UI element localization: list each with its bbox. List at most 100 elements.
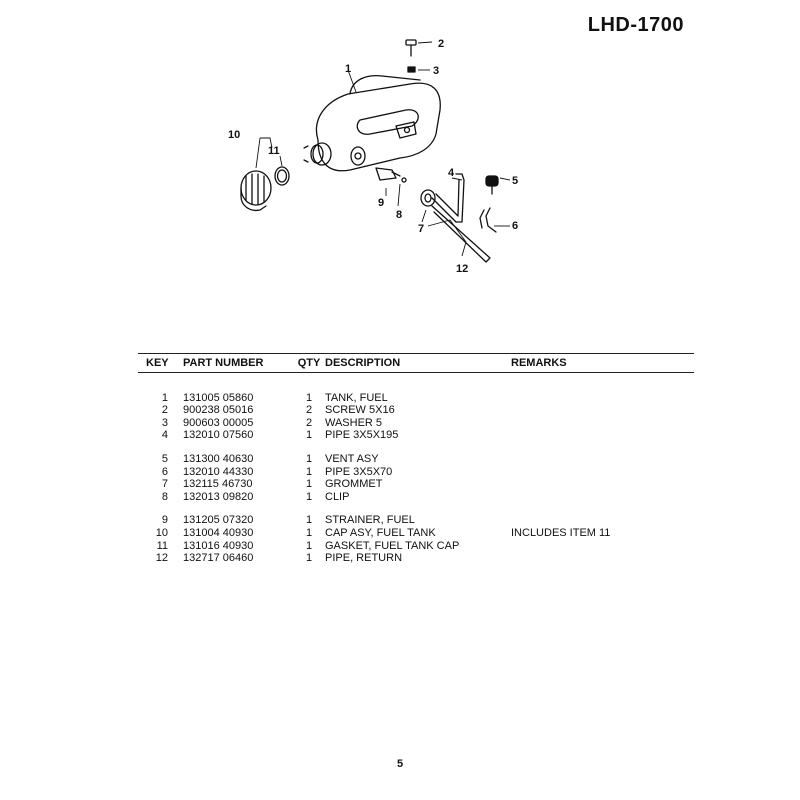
part-description: TANK, FUEL bbox=[325, 391, 388, 404]
table-row: 8 132013 09820 1 CLIP bbox=[138, 491, 694, 504]
table-row: 10 131004 40930 1 CAP ASY, FUEL TANK INCLUDE… bbox=[138, 527, 694, 540]
callout-4: 4 bbox=[448, 167, 455, 179]
part-remarks bbox=[511, 392, 661, 405]
callout-2: 2 bbox=[438, 38, 444, 50]
part-number: 131016 40930 bbox=[183, 539, 254, 552]
part-remarks bbox=[511, 417, 661, 430]
parts-list: KEY PART NUMBER QTY DESCRIPTION REMARKS … bbox=[138, 353, 694, 576]
model-title: LHD-1700 bbox=[587, 14, 684, 36]
part-key: 10 bbox=[155, 526, 168, 539]
part-qty: 2 bbox=[305, 404, 313, 417]
washer-drawing bbox=[407, 66, 416, 73]
vent-assembly-drawing bbox=[485, 175, 499, 195]
part-qty: 1 bbox=[305, 490, 313, 503]
part-number: 131205 07320 bbox=[183, 514, 254, 527]
table-row: 2 900238 05016 2 SCREW 5X16 bbox=[138, 404, 694, 417]
part-remarks: INCLUDES ITEM 11 bbox=[511, 526, 611, 539]
callout-7: 7 bbox=[418, 223, 424, 235]
callout-11: 11 bbox=[268, 145, 280, 157]
part-number: 131004 40930 bbox=[183, 526, 254, 539]
part-remarks bbox=[511, 429, 661, 442]
part-qty: 1 bbox=[305, 478, 313, 491]
callout-10: 10 bbox=[228, 129, 240, 141]
part-qty: 1 bbox=[305, 552, 313, 565]
part-remarks bbox=[511, 514, 661, 527]
exploded-parts-diagram: 1 2 3 4 5 6 7 8 9 10 11 12 bbox=[200, 30, 540, 290]
part-remarks bbox=[511, 404, 661, 417]
callout-9: 9 bbox=[378, 197, 384, 209]
part-key: 2 bbox=[161, 404, 168, 417]
part-number: 132717 06460 bbox=[183, 552, 254, 565]
part-qty: 1 bbox=[305, 526, 313, 539]
fuel-tank-diagram-svg: 1 2 3 4 5 6 7 8 9 10 11 12 bbox=[228, 38, 518, 275]
part-qty: 1 bbox=[305, 429, 313, 442]
column-description: DESCRIPTION bbox=[325, 357, 401, 369]
callout-8: 8 bbox=[396, 209, 402, 221]
part-qty: 1 bbox=[305, 539, 313, 552]
part-key: 11 bbox=[156, 539, 168, 552]
part-description: PIPE 3X5X195 bbox=[325, 429, 399, 442]
part-description: PIPE, RETURN bbox=[325, 552, 403, 565]
part-key: 6 bbox=[161, 465, 168, 478]
pipe-6-drawing bbox=[485, 207, 497, 233]
part-qty: 1 bbox=[305, 514, 313, 527]
part-description: CAP ASY, FUEL TANK bbox=[325, 526, 436, 539]
column-part-number: PART NUMBER bbox=[183, 357, 264, 369]
part-remarks bbox=[511, 491, 661, 504]
parts-group: 5 131300 40630 1 VENT ASY 6 132010 44330 1 PIPE… bbox=[138, 453, 694, 503]
strainer-drawing bbox=[375, 167, 401, 181]
part-number: 132010 07560 bbox=[183, 429, 254, 442]
callout-12: 12 bbox=[456, 263, 468, 275]
part-qty: 1 bbox=[305, 465, 313, 478]
part-number: 132115 46730 bbox=[183, 478, 253, 491]
part-key: 12 bbox=[155, 552, 168, 565]
callout-3: 3 bbox=[433, 65, 439, 77]
part-remarks bbox=[511, 552, 661, 565]
table-row: 11 131016 40930 1 GASKET, FUEL TANK CAP bbox=[138, 540, 694, 553]
part-number: 900238 05016 bbox=[183, 404, 254, 417]
part-description: CLIP bbox=[325, 490, 350, 503]
column-remarks: REMARKS bbox=[511, 357, 567, 369]
part-description: GROMMET bbox=[325, 478, 383, 491]
part-key: 4 bbox=[161, 429, 168, 442]
part-key: 8 bbox=[161, 490, 168, 503]
part-description: STRAINER, FUEL bbox=[325, 514, 415, 527]
part-number: 131300 40630 bbox=[183, 452, 254, 465]
column-key: KEY bbox=[146, 357, 169, 369]
column-qty: QTY bbox=[297, 357, 321, 369]
fuel-tank-drawing bbox=[303, 74, 441, 172]
part-key: 5 bbox=[161, 452, 168, 465]
return-pipe-drawing bbox=[431, 205, 491, 263]
callout-6: 6 bbox=[512, 220, 518, 232]
fuel-cap-drawing bbox=[240, 170, 272, 212]
part-key: 3 bbox=[161, 416, 168, 429]
part-number: 132010 44330 bbox=[183, 465, 254, 478]
table-row: 12 132717 06460 1 PIPE, RETURN bbox=[138, 552, 694, 565]
clip-drawing bbox=[401, 177, 407, 183]
part-description: SCREW 5X16 bbox=[325, 404, 395, 417]
part-remarks bbox=[511, 540, 661, 553]
callout-5: 5 bbox=[512, 175, 518, 187]
page-number: 5 bbox=[396, 758, 404, 770]
pipe-4-drawing bbox=[431, 173, 465, 223]
part-number: 132013 09820 bbox=[183, 490, 254, 503]
part-remarks bbox=[511, 453, 661, 466]
table-row: 4 132010 07560 1 PIPE 3X5X195 bbox=[138, 429, 694, 442]
part-number: 900603 00005 bbox=[183, 416, 254, 429]
part-description: PIPE 3X5X70 bbox=[325, 465, 393, 478]
part-description: VENT ASY bbox=[325, 452, 379, 465]
part-remarks bbox=[511, 478, 661, 491]
part-description: GASKET, FUEL TANK CAP bbox=[325, 539, 460, 552]
table-row: 6 132010 44330 1 PIPE 3X5X70 bbox=[138, 466, 694, 479]
gasket-drawing bbox=[274, 166, 290, 186]
screw-drawing bbox=[405, 39, 417, 57]
part-qty: 2 bbox=[305, 416, 313, 429]
